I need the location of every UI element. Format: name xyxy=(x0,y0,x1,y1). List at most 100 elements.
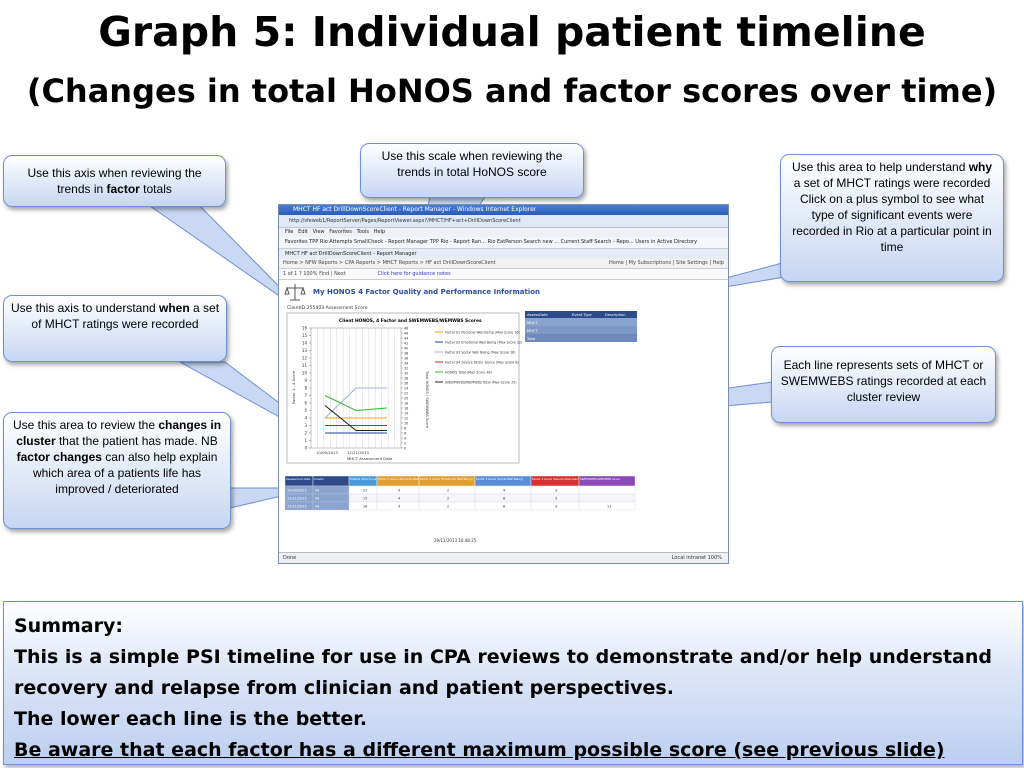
menu-edit[interactable]: Edit xyxy=(298,229,308,235)
favorites-bar[interactable]: Favorites TPP Rio Attempts SmallCheck - … xyxy=(279,237,728,249)
left-tick-label: 9 xyxy=(304,378,307,383)
cluster-header-label: Factor 1 Score (Personal Well Being) xyxy=(378,477,429,481)
cluster-cell xyxy=(578,485,636,495)
right-tick-label: 26 xyxy=(404,381,408,385)
cluster-cell-value: 3 xyxy=(555,505,557,509)
left-tick-label: 1 xyxy=(304,438,307,443)
events-header-type: Event Type xyxy=(572,313,592,317)
left-tick-label: 5 xyxy=(304,408,307,413)
right-tick-label: 36 xyxy=(404,356,408,360)
report-toolbar: 1 of 1 ? 100% Find | Next Click here for… xyxy=(279,269,728,280)
events-total-label: Total xyxy=(526,337,535,341)
scales-icon xyxy=(284,284,306,301)
report-toolbar-controls[interactable]: 1 of 1 ? 100% Find | Next xyxy=(283,271,346,277)
chart-ylabel-left: Factor 1 - 4 Score xyxy=(291,370,296,404)
report-breadcrumb-path[interactable]: Home > NFW Reports > CPA Reports > MHCT … xyxy=(283,260,496,266)
callout-changes-area: Use this area to review the changes in c… xyxy=(3,412,231,529)
chart-title: Client HONOS, 4 Factor and SWEMWEBS/WEMW… xyxy=(339,318,482,324)
legend-label: Factor 04 Severe Distur bance (Max Score… xyxy=(445,360,519,364)
cluster-cell-value: 4 xyxy=(398,489,400,493)
events-table: AssessDate Event Type Description MHCT M… xyxy=(525,311,637,342)
menu-file[interactable]: File xyxy=(285,229,294,235)
right-tick-label: 0 xyxy=(404,446,406,450)
events-header-date: AssessDate xyxy=(527,313,549,317)
menu-tools[interactable]: Tools xyxy=(356,229,369,235)
right-tick-label: 42 xyxy=(404,341,408,345)
events-row[interactable] xyxy=(525,318,637,326)
right-tick-label: 14 xyxy=(404,411,408,415)
cluster-cell-value: 15 xyxy=(363,497,367,501)
cluster-cell-value: 4 xyxy=(398,497,400,501)
cluster-header-label: Factor 4 Score (Severe Disturbance) xyxy=(532,477,583,481)
left-tick-label: 16 xyxy=(302,326,308,331)
events-total-row xyxy=(525,334,637,342)
x-tick-label: 12/11/2013 xyxy=(347,450,369,455)
report-header-links[interactable]: Home | My Subscriptions | Site Settings … xyxy=(609,260,724,266)
left-tick-label: 10 xyxy=(302,371,308,376)
report-title: My HONOS 4 Factor Quality and Performanc… xyxy=(313,288,540,296)
cluster-cell-value: 2 xyxy=(447,497,449,501)
cluster-cell-value[interactable]: 10/09/2013 xyxy=(287,489,307,493)
right-tick-label: 2 xyxy=(404,441,406,445)
left-tick-label: 7 xyxy=(304,393,307,398)
guidance-link[interactable]: Click here for guidance notes xyxy=(377,271,451,277)
right-tick-label: 12 xyxy=(404,416,408,420)
report-body: My HONOS 4 Factor Quality and Performanc… xyxy=(284,284,637,543)
client-line: ClientID 255403 Assessment Score xyxy=(287,305,368,311)
right-tick-label: 8 xyxy=(404,426,406,430)
right-tick-label: 10 xyxy=(404,421,408,425)
x-tick-label: 10/09/2013 xyxy=(316,450,338,455)
cluster-header-label: HONOS Total Score xyxy=(350,477,377,481)
browser-tab[interactable]: MHCT HF act DrillDownScoreClient - Repor… xyxy=(279,249,728,259)
menu-view[interactable]: View xyxy=(312,229,325,235)
cluster-cell-value: 04 xyxy=(315,497,319,501)
right-tick-label: 6 xyxy=(404,431,406,435)
legend-label: Factor 03 Social Well Being (Max Score 1… xyxy=(445,350,516,354)
right-tick-label: 44 xyxy=(404,336,408,340)
cluster-cell-value: 04 xyxy=(315,505,319,509)
right-tick-label: 34 xyxy=(404,361,408,365)
left-tick-label: 12 xyxy=(302,356,308,361)
chart-panel: Client HONOS, 4 Factor and SWEMWEBS/WEMW… xyxy=(286,312,522,464)
menu-favorites[interactable]: Favorites xyxy=(329,229,352,235)
left-tick-label: 6 xyxy=(304,401,307,406)
left-tick-label: 8 xyxy=(304,386,307,391)
left-tick-label: 11 xyxy=(302,363,308,368)
slide-subtitle: (Changes in total HoNOS and factor score… xyxy=(26,72,998,110)
cluster-header-label: SWEMWEBS/WEMWBS Score xyxy=(580,477,620,481)
cluster-cell-value: 4 xyxy=(398,505,400,509)
cluster-cell xyxy=(578,493,636,503)
events-row-label[interactable]: MHCT xyxy=(527,329,538,333)
summary-line: This is a simple PSI timeline for use in… xyxy=(14,646,993,668)
right-tick-label: 46 xyxy=(404,331,408,335)
left-tick-label: 4 xyxy=(304,416,307,421)
summary-line: recovery and relapse from clinician and … xyxy=(14,677,674,699)
right-tick-label: 24 xyxy=(404,386,408,390)
menu-help[interactable]: Help xyxy=(373,229,386,235)
address-bar[interactable]: http://sfeweb1/ReportServer/Pages/Report… xyxy=(279,215,728,228)
cluster-cell-value[interactable]: 12/11/2013 xyxy=(287,505,307,509)
summary-warning: Be aware that each factor has a differen… xyxy=(14,739,945,761)
browser-titlebar: MHCT HF act DrillDownScoreClient - Repor… xyxy=(279,205,728,215)
callout-honos-scale: Use this scale when reviewing the trends… xyxy=(360,143,584,198)
legend-label: Factor 01 Personal Well Being (Max Score… xyxy=(445,330,520,334)
cluster-cell-value: 04 xyxy=(315,489,319,493)
cluster-cell-value[interactable]: 12/11/2013 xyxy=(287,497,307,501)
cluster-cell-value: 21 xyxy=(363,489,367,493)
right-tick-label: 48 xyxy=(404,326,408,330)
events-row[interactable] xyxy=(525,326,637,334)
cluster-cell xyxy=(578,501,636,511)
series-line xyxy=(324,387,387,419)
left-tick-label: 2 xyxy=(304,431,307,436)
right-tick-label: 18 xyxy=(404,401,408,405)
cluster-header-label: Factor 2 Score (Emotional Well Being) xyxy=(420,477,473,481)
left-tick-label: 14 xyxy=(302,341,308,346)
report-date: 29/11/2013 16:48:25 xyxy=(434,538,477,543)
right-tick-label: 30 xyxy=(404,371,408,375)
cluster-cell-value: 2 xyxy=(447,505,449,509)
summary-heading: Summary: xyxy=(14,615,123,637)
right-tick-label: 16 xyxy=(404,406,408,410)
status-zone: Local intranet 100% xyxy=(671,555,722,561)
events-row-label[interactable]: MHCT xyxy=(527,321,538,325)
